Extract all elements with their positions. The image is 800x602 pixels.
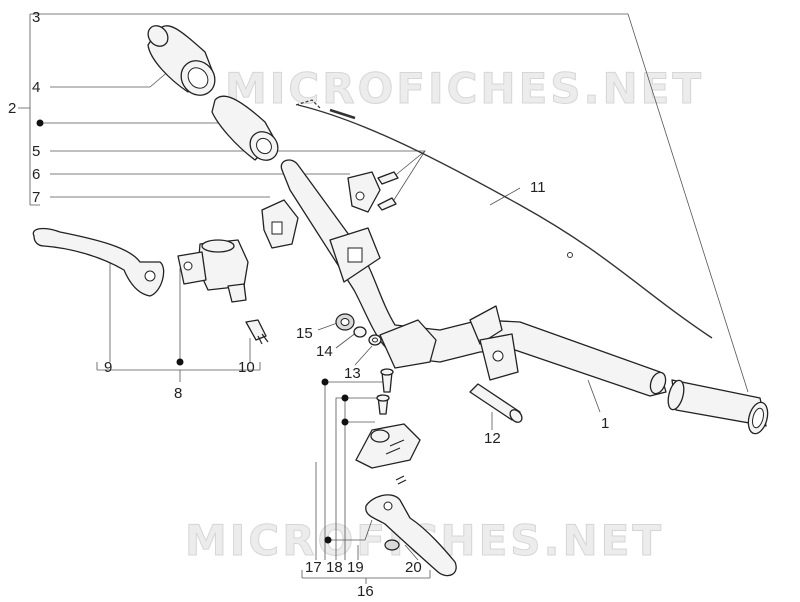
callout-18: 18 <box>326 559 343 576</box>
throttle-housing-upper <box>347 171 399 213</box>
callout-6: 6 <box>32 166 40 183</box>
lever-bracket-assembly <box>355 368 421 485</box>
callout-11: 11 <box>530 179 546 196</box>
callout-19: 19 <box>347 559 364 576</box>
handlebar <box>280 159 667 397</box>
callout-14: 14 <box>316 343 333 360</box>
front-master-cylinder <box>177 239 249 303</box>
leader-dots <box>36 119 349 544</box>
callout-13: 13 <box>344 365 361 382</box>
callout-20: 20 <box>405 559 422 576</box>
callout-5: 5 <box>32 143 40 160</box>
right-brake-lever <box>365 494 457 577</box>
callout-12: 12 <box>484 430 501 447</box>
small-washer <box>384 539 400 551</box>
callout-15: 15 <box>296 325 313 342</box>
left-grip <box>147 25 216 96</box>
callout-8: 8 <box>174 385 182 402</box>
right-grip <box>667 379 769 435</box>
callout-10: 10 <box>238 359 255 376</box>
bar-end-weight <box>469 383 523 423</box>
callout-9: 9 <box>104 359 112 376</box>
callout-7: 7 <box>32 189 40 206</box>
watermark-top: MICROFICHES.NET <box>225 64 704 113</box>
callout-4: 4 <box>32 79 40 96</box>
throttle-housing-lower <box>261 199 299 249</box>
throttle-sleeve <box>211 95 279 161</box>
callout-17: 17 <box>305 559 322 576</box>
callout-3: 3 <box>32 9 40 26</box>
throttle-cable <box>295 99 713 339</box>
left-brake-lever <box>32 227 165 297</box>
callout-1: 1 <box>601 415 609 432</box>
spacer-washer-set <box>335 313 382 346</box>
callout-labels: 1 2 3 4 5 6 7 8 9 10 11 12 13 14 15 16 1… <box>8 9 609 600</box>
callout-16: 16 <box>357 583 374 600</box>
callout-2: 2 <box>8 100 16 117</box>
brake-light-switch <box>245 319 269 345</box>
